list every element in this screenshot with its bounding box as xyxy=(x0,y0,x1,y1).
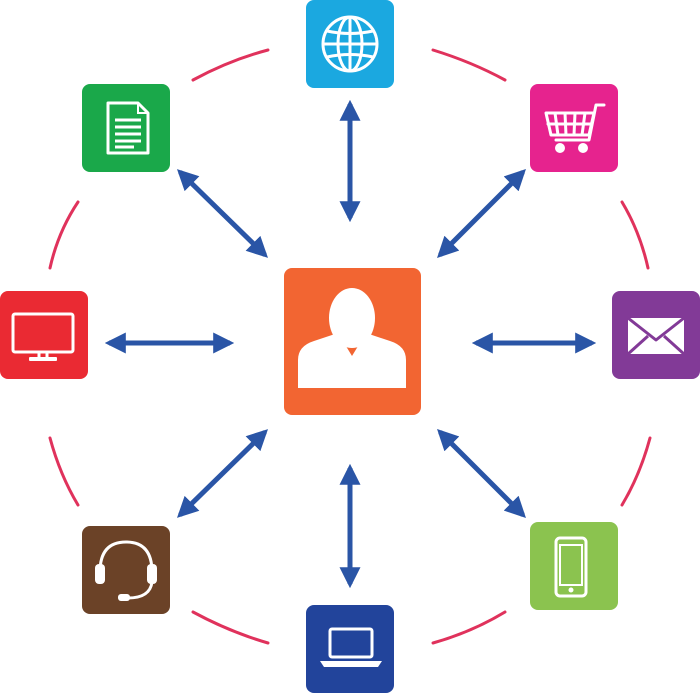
connector-phone xyxy=(437,429,526,518)
connector-support xyxy=(176,429,269,518)
center-user-tile[interactable] xyxy=(284,268,421,415)
laptop-icon xyxy=(320,627,382,667)
monitor-tile[interactable] xyxy=(0,291,88,379)
ring-arc xyxy=(620,200,650,270)
ring-arc xyxy=(620,436,652,507)
smartphone-icon xyxy=(554,536,588,598)
envelope-tile[interactable] xyxy=(612,291,700,379)
ring-arc xyxy=(191,610,270,645)
ring-arc xyxy=(48,200,80,270)
headset-tile[interactable] xyxy=(82,526,170,614)
shopping-cart-tile[interactable] xyxy=(530,84,618,172)
headset-icon xyxy=(95,540,157,601)
ring-arc xyxy=(48,436,80,507)
monitor-icon xyxy=(11,312,75,361)
shopping-cart-icon xyxy=(544,103,606,153)
ring-arc xyxy=(191,48,270,82)
document-icon xyxy=(106,101,150,155)
ring xyxy=(48,48,652,645)
connector-cart xyxy=(437,169,526,258)
user-icon xyxy=(298,288,406,388)
document-tile[interactable] xyxy=(82,84,170,172)
envelope-icon xyxy=(626,316,686,356)
globe-icon xyxy=(321,15,379,73)
laptop-tile[interactable] xyxy=(306,605,394,693)
smartphone-tile[interactable] xyxy=(530,522,618,610)
connectors xyxy=(104,99,597,589)
ring-arc xyxy=(431,610,507,645)
globe-tile[interactable] xyxy=(306,0,394,88)
connector-document xyxy=(176,169,269,258)
ring-arc xyxy=(431,48,507,82)
